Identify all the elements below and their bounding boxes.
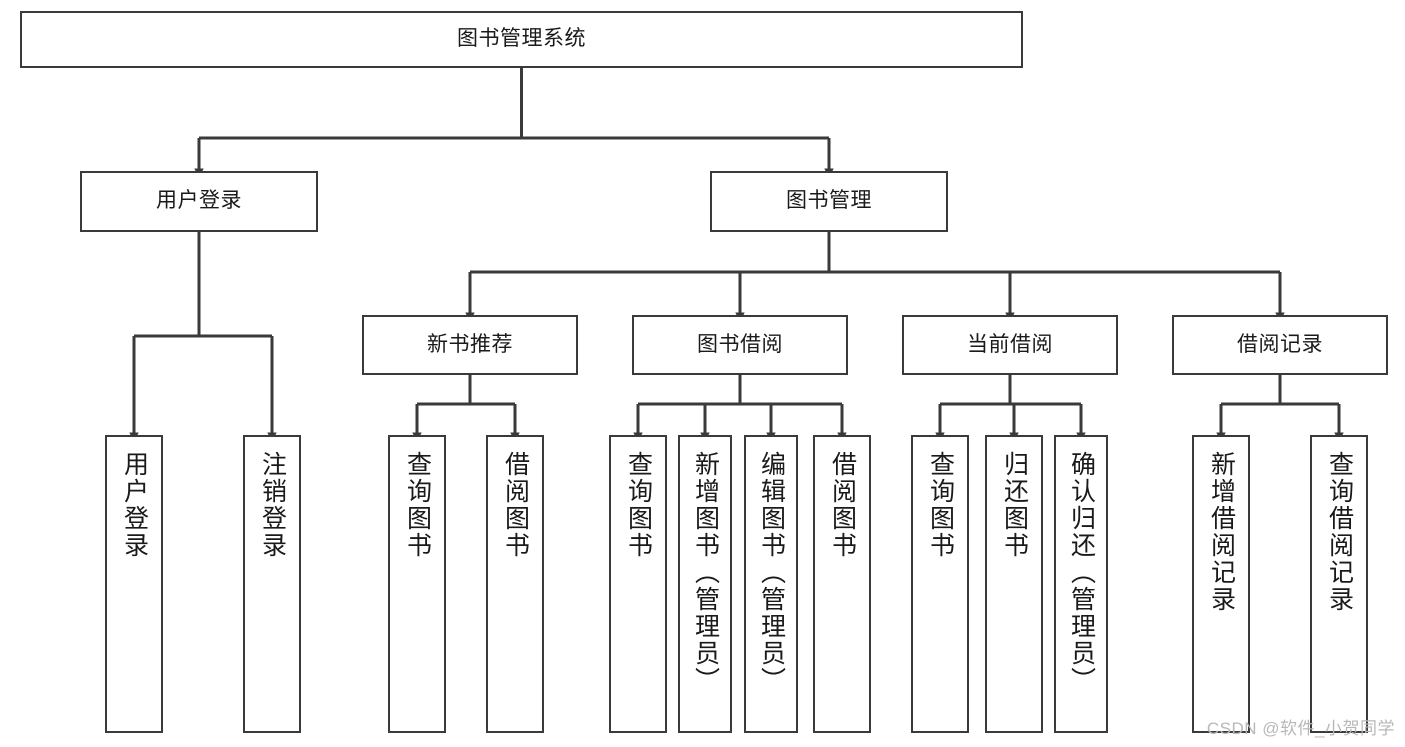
node-leaf-query-book-rec[interactable]: 查询图书: [388, 435, 446, 733]
node-current-borrow[interactable]: 当前借阅: [902, 315, 1118, 375]
watermark-text: CSDN @软件_小贺同学: [1206, 719, 1395, 738]
node-label-leaf-borrow-book-rec: 借阅图书: [501, 451, 530, 559]
node-label-root: 图书管理系统: [457, 27, 586, 51]
node-label-leaf-query-borrow-record: 查询借阅记录: [1325, 451, 1354, 613]
node-leaf-query-book-current[interactable]: 查询图书: [911, 435, 969, 733]
node-leaf-return-book[interactable]: 归还图书: [985, 435, 1043, 733]
node-label-leaf-add-book-admin: 新增图书（管理员）: [691, 451, 720, 694]
node-label-leaf-logout: 注销登录: [258, 451, 287, 559]
node-label-leaf-query-book-borrow: 查询图书: [624, 451, 653, 559]
node-leaf-logout[interactable]: 注销登录: [243, 435, 301, 733]
node-book-management[interactable]: 图书管理: [710, 171, 948, 232]
node-leaf-query-book-borrow[interactable]: 查询图书: [609, 435, 667, 733]
node-leaf-confirm-return-admin[interactable]: 确认归还（管理员）: [1054, 435, 1108, 733]
node-leaf-borrow-book-rec[interactable]: 借阅图书: [486, 435, 544, 733]
node-label-leaf-confirm-return-admin: 确认归还（管理员）: [1067, 451, 1096, 694]
node-label-user-login: 用户登录: [156, 189, 242, 213]
node-user-login[interactable]: 用户登录: [80, 171, 318, 232]
node-leaf-add-book-admin[interactable]: 新增图书（管理员）: [678, 435, 732, 733]
node-leaf-borrow-book[interactable]: 借阅图书: [813, 435, 871, 733]
node-leaf-user-login[interactable]: 用户登录: [105, 435, 163, 733]
node-root[interactable]: 图书管理系统: [20, 11, 1023, 68]
node-label-leaf-query-book-rec: 查询图书: [403, 451, 432, 559]
node-label-leaf-return-book: 归还图书: [1000, 451, 1029, 559]
node-label-leaf-query-book-current: 查询图书: [926, 451, 955, 559]
node-leaf-edit-book-admin[interactable]: 编辑图书（管理员）: [744, 435, 798, 733]
node-label-new-book-recommend: 新书推荐: [427, 332, 513, 356]
node-label-current-borrow: 当前借阅: [967, 332, 1053, 356]
node-leaf-query-borrow-record[interactable]: 查询借阅记录: [1310, 435, 1368, 733]
node-label-book-borrow: 图书借阅: [697, 332, 783, 356]
node-leaf-add-borrow-record[interactable]: 新增借阅记录: [1192, 435, 1250, 733]
node-label-leaf-add-borrow-record: 新增借阅记录: [1207, 451, 1236, 613]
node-label-leaf-edit-book-admin: 编辑图书（管理员）: [757, 451, 786, 694]
node-book-borrow[interactable]: 图书借阅: [632, 315, 848, 375]
node-label-leaf-user-login: 用户登录: [120, 451, 149, 559]
edge-group: [129, 68, 1344, 442]
node-label-borrow-record: 借阅记录: [1237, 332, 1323, 356]
node-new-book-recommend[interactable]: 新书推荐: [362, 315, 578, 375]
node-label-book-management: 图书管理: [786, 189, 872, 213]
node-borrow-record[interactable]: 借阅记录: [1172, 315, 1388, 375]
node-label-leaf-borrow-book: 借阅图书: [828, 451, 857, 559]
